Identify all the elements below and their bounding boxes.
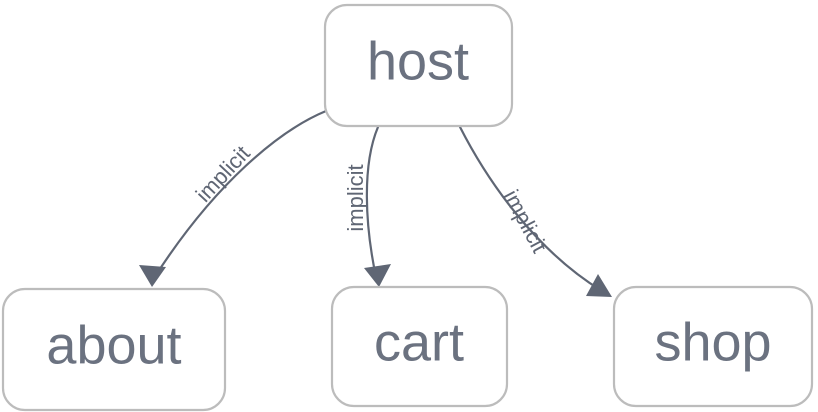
edge-line-host-about — [152, 109, 328, 280]
node-label-cart: cart — [374, 312, 464, 372]
edge-arrowhead-host-about — [139, 265, 166, 287]
node-host[interactable]: host — [323, 3, 514, 128]
node-cart[interactable]: cart — [330, 285, 509, 408]
node-label-host: host — [367, 31, 469, 91]
edge-layer: implicit implicit implicit — [139, 109, 612, 297]
node-box-shop — [612, 285, 814, 408]
node-box-cart — [330, 285, 509, 408]
edge-label-host-cart: implicit — [343, 164, 368, 231]
node-box-host — [323, 3, 514, 128]
edge-label-host-shop: implicit — [499, 186, 553, 257]
edge-label-host-about: implicit — [191, 141, 255, 207]
edge-line-host-cart — [365, 125, 380, 279]
node-label-about: about — [46, 315, 181, 375]
node-shop[interactable]: shop — [612, 285, 814, 408]
edge-arrowhead-host-cart — [364, 264, 391, 287]
edge-host-cart[interactable]: implicit — [343, 125, 391, 287]
edge-arrowhead-host-shop — [586, 274, 612, 297]
edge-line-host-shop — [458, 125, 604, 293]
node-about[interactable]: about — [1, 287, 227, 412]
node-layer: host about cart shop — [1, 3, 814, 412]
edge-host-about[interactable]: implicit — [139, 109, 328, 287]
node-label-shop: shop — [654, 312, 771, 372]
node-box-about — [1, 287, 227, 412]
edge-host-shop[interactable]: implicit — [458, 125, 612, 297]
